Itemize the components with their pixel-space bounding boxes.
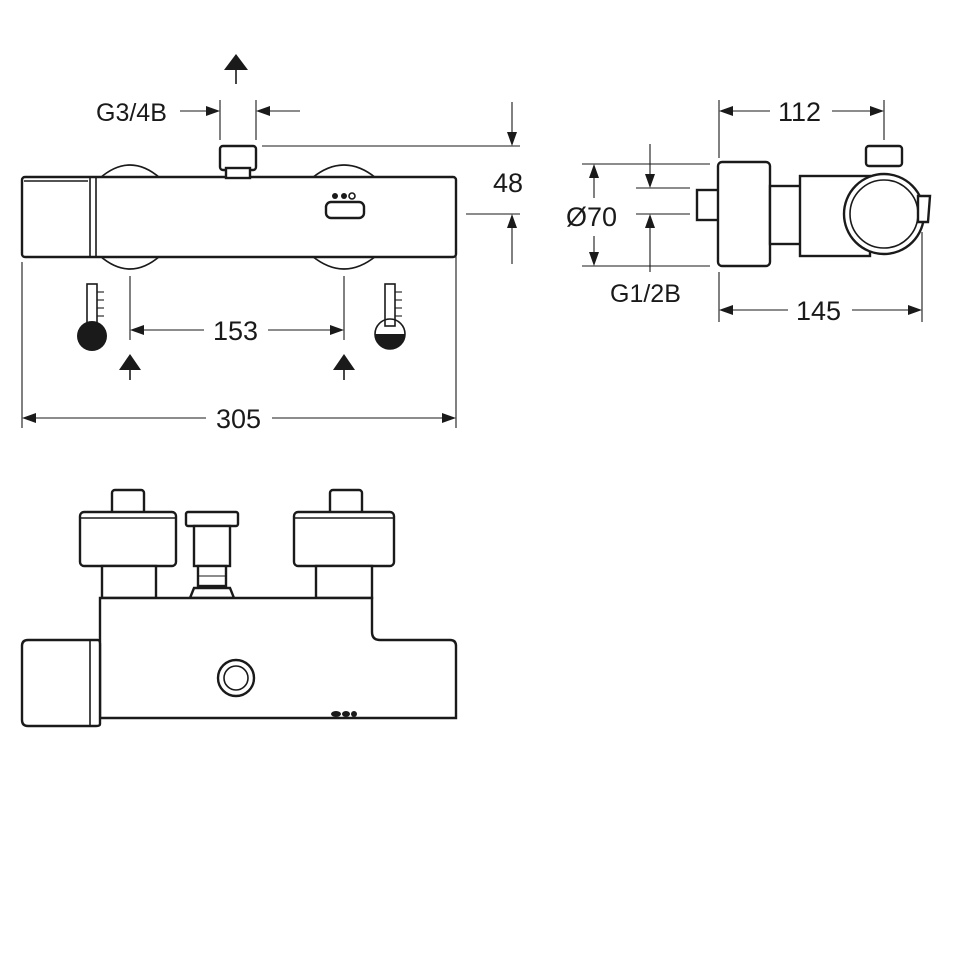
wall-connector-stub <box>695 188 721 222</box>
right-knob-outline-bottom <box>311 255 377 270</box>
inlet-spacing-label: 153 <box>213 316 258 346</box>
left-knob-outline <box>99 164 161 179</box>
right-knob-stem <box>314 564 374 600</box>
center-outlet-base <box>188 586 236 600</box>
arrow-up-icon <box>224 54 248 84</box>
body-height-label: 48 <box>493 168 523 198</box>
thermometer-hot-icon <box>374 283 406 350</box>
left-knob-stem <box>100 564 158 600</box>
side-lever <box>916 194 932 224</box>
outlet-fitting <box>218 144 258 172</box>
inlet-thread-dimension: G1/2B <box>610 144 690 308</box>
front-view: G3/4B 48 153 <box>20 54 523 434</box>
thermometer-cold-icon <box>77 283 107 351</box>
body-neck <box>768 184 804 246</box>
left-knob-outline-bottom <box>99 255 161 270</box>
arrow-up-icon-right-inlet <box>333 354 355 380</box>
body-diameter-label: Ø70 <box>566 202 617 232</box>
outlet-thread-label: G3/4B <box>96 99 167 127</box>
side-view: 112 145 Ø70 <box>566 97 932 326</box>
body-height-dimension: 48 <box>262 102 523 264</box>
total-width-dimension: 305 <box>21 222 457 434</box>
inlet-spacing-dimension: 153 <box>129 276 345 346</box>
side-depth-bottom-dimension: 145 <box>718 232 923 326</box>
top-body-end-cap <box>20 638 102 728</box>
center-outlet-body <box>192 524 232 568</box>
inlet-thread-label: G1/2B <box>610 280 681 308</box>
outlet-thread-dimension: G3/4B <box>96 99 300 140</box>
body-diameter-dimension: Ø70 <box>566 163 710 267</box>
top-view-button-inner <box>223 665 249 691</box>
mixer-body <box>20 175 458 259</box>
right-knob-cap <box>328 488 364 516</box>
right-knob <box>292 510 396 568</box>
top-view <box>20 488 458 728</box>
arrow-up-icon-left-inlet <box>119 354 141 380</box>
left-knob <box>78 510 178 568</box>
left-knob-cap <box>110 488 146 516</box>
eco-marker-dots <box>331 711 357 717</box>
outlet-fitting-neck <box>224 166 252 180</box>
right-knob-outline <box>311 164 377 179</box>
center-outlet-nut <box>184 510 240 528</box>
side-top-fitting <box>864 144 904 168</box>
side-depth-top-dimension: 112 <box>718 97 885 158</box>
total-width-label: 305 <box>216 404 261 434</box>
side-depth-top-label: 112 <box>778 97 821 127</box>
top-body <box>98 596 458 720</box>
eco-button-icon <box>324 192 366 220</box>
eccentric-connector <box>716 160 772 268</box>
side-depth-bottom-label: 145 <box>796 296 841 326</box>
knob-side-outer <box>842 172 926 256</box>
